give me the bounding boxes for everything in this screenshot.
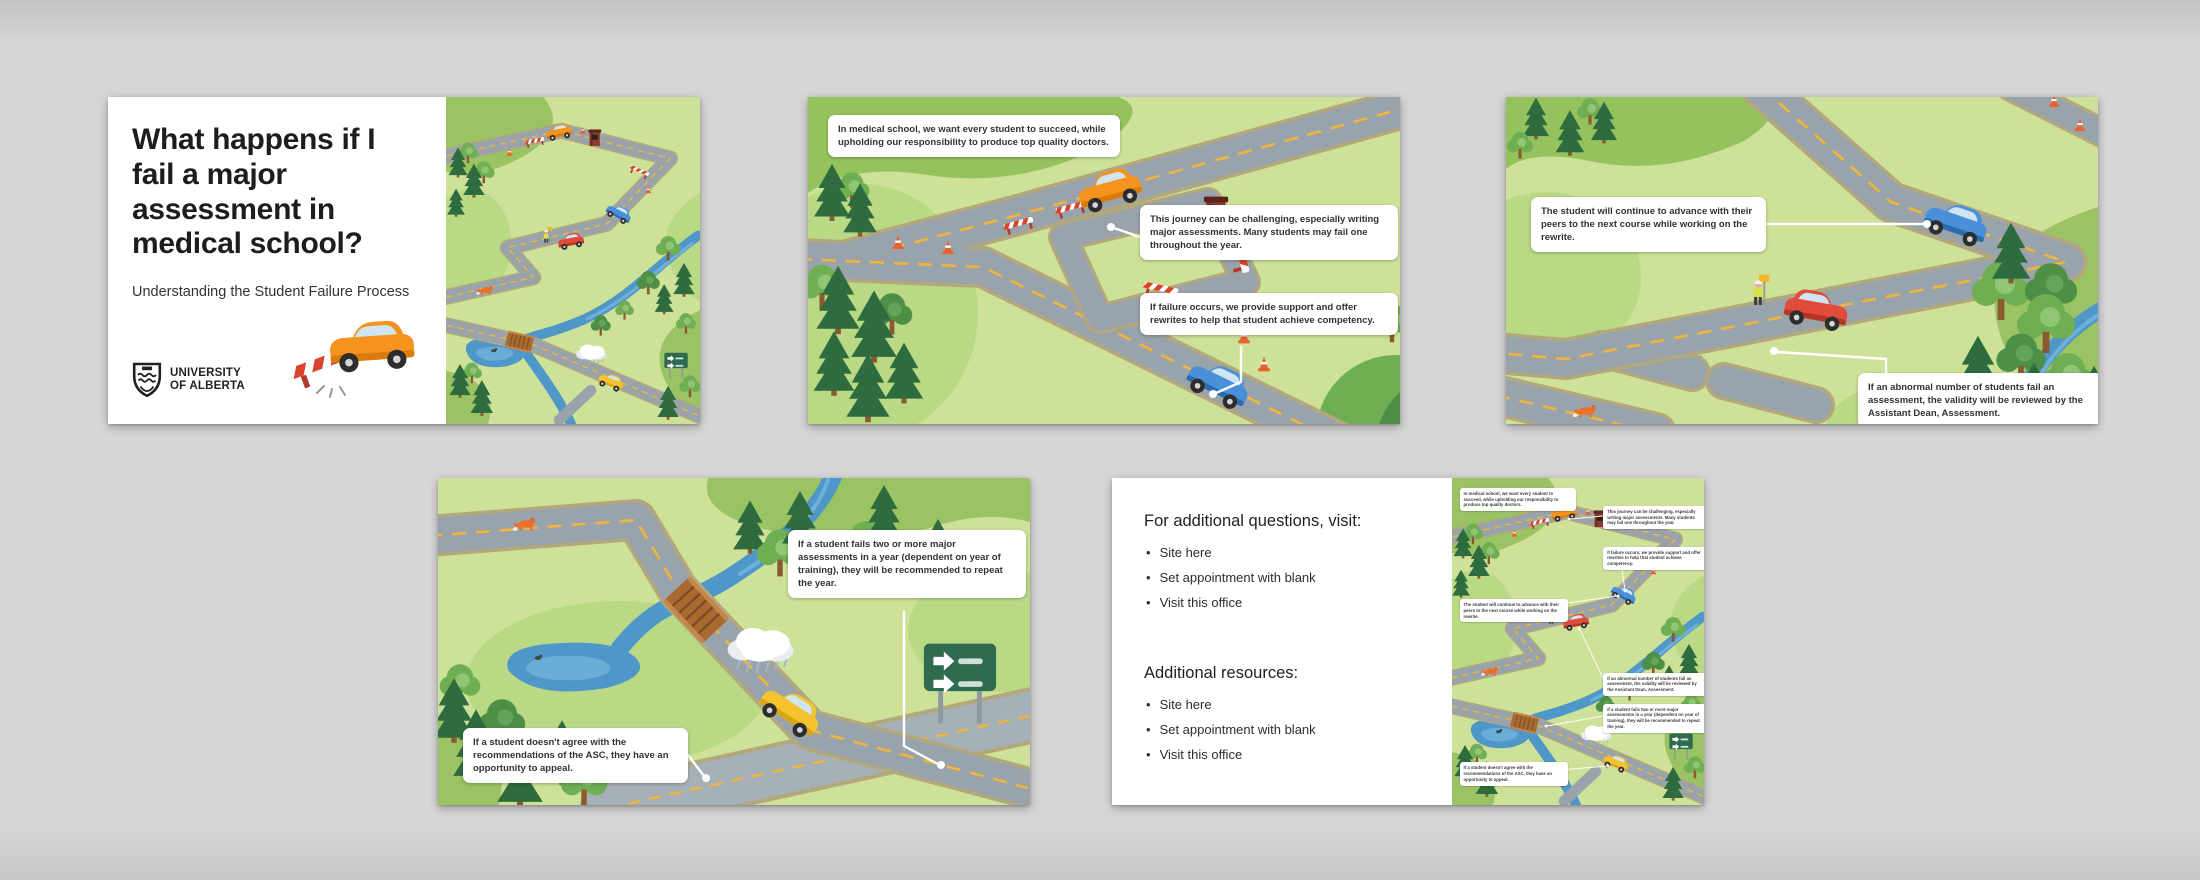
list-item: Visit this office [1146, 747, 1452, 762]
slide-4-illustration [438, 478, 1030, 805]
list-item: Set appointment with blank [1146, 570, 1452, 585]
callout-journey-challenging: This journey can be challenging, especia… [1140, 205, 1398, 261]
slide-1-text-panel: What happens if I fail a major assessmen… [108, 97, 446, 424]
list-item: Site here [1146, 545, 1452, 560]
slide-3-advance-with-peers[interactable]: The student will continue to advance wit… [1506, 97, 2098, 424]
resources-heading: Additional resources: [1144, 664, 1299, 682]
slide-5-resources[interactable]: For additional questions, visit: Site he… [1112, 478, 1704, 805]
mini-callout-appeal: If a student doesn't agree with the reco… [1459, 762, 1569, 786]
callout-advance-with-peers: The student will continue to advance wit… [1531, 197, 1766, 253]
mini-callout-advance-with-peers: The student will continue to advance wit… [1459, 598, 1569, 623]
mini-callout-validity-review: If an abnormal number of students fail a… [1603, 672, 1704, 696]
mini-callout-failure-support: If failure occurs, we provide support an… [1603, 546, 1704, 571]
slide-1-journey-map [446, 97, 700, 424]
car-crossing-barrier-illustration [289, 319, 416, 398]
callout-medical-school-goal: In medical school, we want every student… [828, 115, 1120, 158]
slide-4-repeat-appeal[interactable]: If a student fails two or more major ass… [438, 478, 1030, 805]
questions-list: Site here Set appointment with blank Vis… [1146, 545, 1452, 610]
uofa-shield-icon [132, 362, 162, 398]
deck-subtitle: Understanding the Student Failure Proces… [132, 284, 410, 301]
mini-callout-medical-school-goal: In medical school, we want every student… [1459, 487, 1576, 512]
deck-title: What happens if I fail a major assessmen… [132, 123, 376, 261]
logo-line-2: OF ALBERTA [170, 380, 245, 392]
list-item: Site here [1146, 697, 1452, 712]
mini-callout-repeat-year: If a student fails two or more major ass… [1603, 703, 1704, 733]
orange-car-icon [328, 319, 416, 374]
slide-5-text-panel: For additional questions, visit: Site he… [1112, 478, 1452, 805]
slide-5-journey-map: In medical school, we want every student… [1452, 478, 1704, 805]
logo-line-1: UNIVERSITY [170, 366, 242, 379]
list-item: Set appointment with blank [1146, 722, 1452, 737]
callout-failure-support: If failure occurs, we provide support an… [1140, 293, 1398, 336]
questions-heading: For additional questions, visit: [1144, 512, 1362, 530]
mini-callout-journey-challenging: This journey can be challenging, especia… [1603, 505, 1704, 530]
slide-2-support-rewrites[interactable]: In medical school, we want every student… [808, 97, 1400, 424]
resources-list: Site here Set appointment with blank Vis… [1146, 697, 1452, 762]
university-of-alberta-logo: UNIVERSITY OF ALBERTA [132, 362, 245, 398]
callout-repeat-year: If a student fails two or more major ass… [788, 530, 1026, 599]
callout-appeal: If a student doesn't agree with the reco… [463, 728, 688, 784]
slide-1-title[interactable]: What happens if I fail a major assessmen… [108, 97, 700, 424]
list-item: Visit this office [1146, 595, 1452, 610]
callout-validity-review: If an abnormal number of students fail a… [1858, 373, 2098, 424]
